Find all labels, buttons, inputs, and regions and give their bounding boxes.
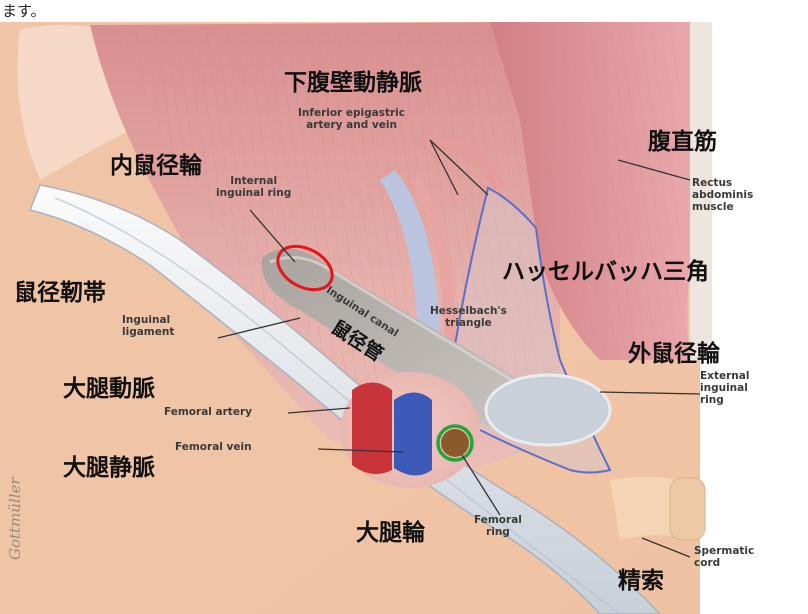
internal-ring-en-label: Internal inguinal ring <box>216 176 291 200</box>
inguinal-ligament-en-label: Inguinal ligament <box>122 315 174 339</box>
femoral-artery-jp-label: 大腿動脈 <box>63 378 155 401</box>
femoral-artery-en-label: Femoral artery <box>164 407 252 419</box>
hesselbach-jp-label: ハッセルバッハ三角 <box>502 261 709 284</box>
rectus-en-label: Rectus abdominis muscle <box>692 178 753 213</box>
femoral-ring-en-label: Femoral ring <box>474 515 522 539</box>
page-top-strip <box>0 0 808 22</box>
external-ring-en-label: External inguinal ring <box>700 371 749 406</box>
inferior-epigastric-en-label: Inferior epigastric artery and vein <box>298 108 405 132</box>
artist-signature: Gottmüller <box>6 477 24 560</box>
femoral-vein-jp-label: 大腿静脈 <box>63 457 155 480</box>
femoral-vein <box>394 393 432 476</box>
internal-ring-jp-label: 内鼠径輪 <box>110 155 202 178</box>
spermatic-cord-end <box>670 478 705 540</box>
femoral-ring-jp-label: 大腿輪 <box>356 522 425 545</box>
inferior-epigastric-jp-label: 下腹壁動静脈 <box>284 72 422 95</box>
right-border <box>700 22 808 614</box>
hesselbach-en-label: Hesselbach's triangle <box>430 306 507 330</box>
inguinal-ligament-jp-label: 鼠径靭帯 <box>14 282 106 305</box>
spermatic-cord-en-label: Spermatic cord <box>694 546 754 570</box>
external-inguinal-ring-opening <box>486 375 610 445</box>
femoral-vein-en-label: Femoral vein <box>175 442 252 454</box>
rectus-jp-label: 腹直筋 <box>648 131 717 154</box>
femoral-ring-opening <box>441 429 469 457</box>
top-caption: ます。 <box>2 0 46 21</box>
femoral-artery <box>352 383 392 475</box>
external-ring-jp-label: 外鼠径輪 <box>628 343 720 366</box>
spermatic-cord-jp-label: 精索 <box>618 570 664 593</box>
